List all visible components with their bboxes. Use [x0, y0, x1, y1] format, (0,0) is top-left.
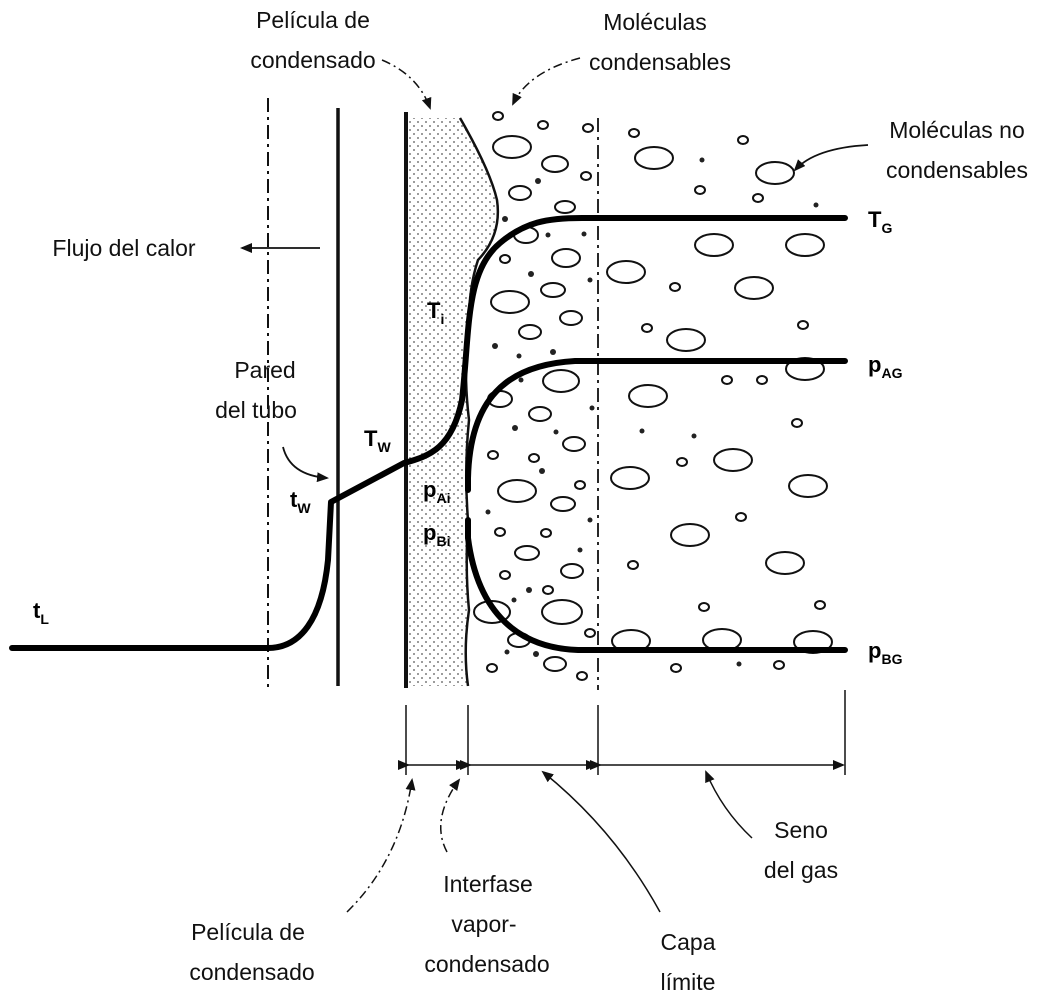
label-pBG: pBG: [868, 638, 903, 667]
label-pAG: pAG: [868, 352, 903, 381]
label-tL: tL: [33, 598, 49, 627]
interface-label-line2: vapor-: [451, 911, 516, 937]
gas-bulk-label-line2: del gas: [764, 857, 838, 883]
condensable-label-line2: condensables: [589, 49, 731, 75]
boundary-layer-label-line2: límite: [661, 969, 716, 995]
dimension-brackets: [406, 690, 845, 775]
tube-wall-label-line1: Pared: [234, 357, 295, 383]
film-top-label-line2: condensado: [250, 47, 375, 73]
non-condensable-label-line2: condensables: [886, 157, 1028, 183]
molecules: [474, 112, 832, 680]
pB-profile-curve: [468, 520, 845, 650]
label-tW: tW: [290, 487, 311, 516]
tube-wall-label-line2: del tubo: [215, 397, 297, 423]
non-condensable-label-line1: Moléculas no: [889, 117, 1025, 143]
pA-profile-curve: [468, 361, 845, 490]
non-condensable-molecules: [607, 129, 832, 672]
heat-flux-label: Flujo del calor: [52, 235, 196, 261]
label-TG: TG: [868, 207, 892, 236]
label-TW: TW: [364, 426, 391, 455]
condensable-label-line1: Moléculas: [603, 9, 707, 35]
gas-bulk-label-line1: Seno: [774, 817, 828, 843]
film-bottom-label-line1: Película de: [191, 919, 305, 945]
interface-label-line3: condensado: [424, 951, 549, 977]
text-labels: Película de condensado Moléculas condens…: [52, 7, 1028, 995]
film-bottom-label-line2: condensado: [189, 959, 314, 985]
boundary-layer-label-line1: Capa: [661, 929, 716, 955]
leader-arrows: [242, 58, 868, 912]
interface-label-line1: Interfase: [443, 871, 533, 897]
condensate-film: [406, 118, 498, 686]
film-top-label-line1: Película de: [256, 7, 370, 33]
